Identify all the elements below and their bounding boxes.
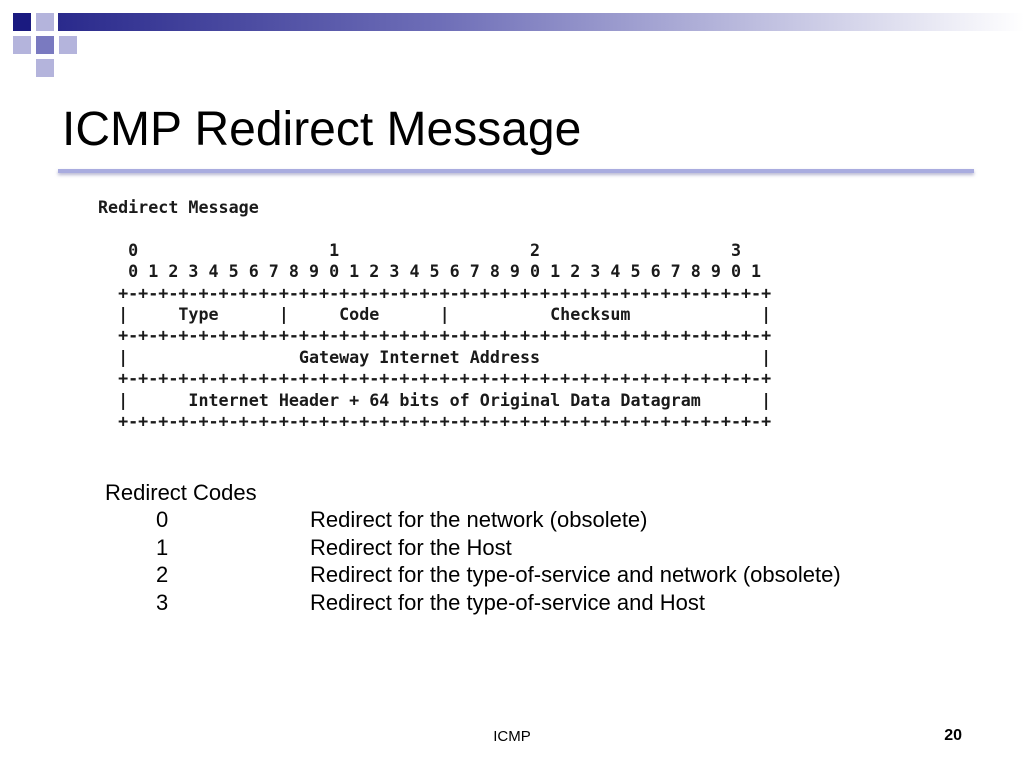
code-number: 3 (156, 590, 169, 616)
redirect-message-format-diagram: Redirect Message 0 1 2 3 0 1 2 3 4 5 6 7… (98, 197, 771, 432)
redirect-codes-heading: Redirect Codes (105, 480, 257, 505)
diagram-line: +-+-+-+-+-+-+-+-+-+-+-+-+-+-+-+-+-+-+-+-… (98, 368, 772, 389)
list-item: 2 Redirect for the type-of-service and ne… (0, 562, 1024, 590)
diagram-line: +-+-+-+-+-+-+-+-+-+-+-+-+-+-+-+-+-+-+-+-… (98, 282, 772, 303)
diagram-line: | Type | Code | Checksum | (98, 304, 772, 325)
list-item: 0 Redirect for the network (obsolete) (0, 507, 1024, 535)
slide-title: ICMP Redirect Message (62, 103, 582, 156)
diagram-line: 0 1 2 3 (98, 239, 741, 260)
code-number: 0 (156, 507, 169, 532)
code-description: Redirect for the type-of-service and Hos… (310, 590, 705, 616)
diagram-line: | Gateway Internet Address | (98, 346, 772, 367)
diagram-line: 0 1 2 3 4 5 6 7 8 9 0 1 2 3 4 5 6 7 8 9 … (98, 261, 762, 282)
corner-square-light (36, 59, 54, 77)
list-item: 3 Redirect for the type-of-service and Ho… (0, 590, 1024, 618)
diagram-line: +-+-+-+-+-+-+-+-+-+-+-+-+-+-+-+-+-+-+-+-… (98, 411, 772, 432)
code-description: Redirect for the Host (310, 534, 512, 560)
header-gradient-band (58, 13, 1024, 31)
title-underline (58, 169, 974, 173)
corner-square-light (13, 36, 31, 54)
diagram-line: | Internet Header + 64 bits of Original … (98, 389, 772, 410)
code-number: 1 (156, 534, 169, 560)
list-item: 1 Redirect for the Host (0, 535, 1024, 563)
corner-square-light (36, 13, 54, 31)
code-number: 2 (156, 562, 169, 588)
diagram-line: +-+-+-+-+-+-+-+-+-+-+-+-+-+-+-+-+-+-+-+-… (98, 325, 772, 346)
diagram-line: Redirect Message (98, 197, 259, 217)
footer-label: ICMP (493, 728, 531, 745)
corner-square-light (59, 36, 77, 54)
code-description: Redirect for the network (obsolete) (310, 507, 648, 532)
code-description: Redirect for the type-of-service and net… (310, 562, 841, 588)
corner-square-dark (13, 13, 31, 31)
page-number: 20 (944, 727, 962, 744)
corner-square-mid (36, 36, 54, 54)
